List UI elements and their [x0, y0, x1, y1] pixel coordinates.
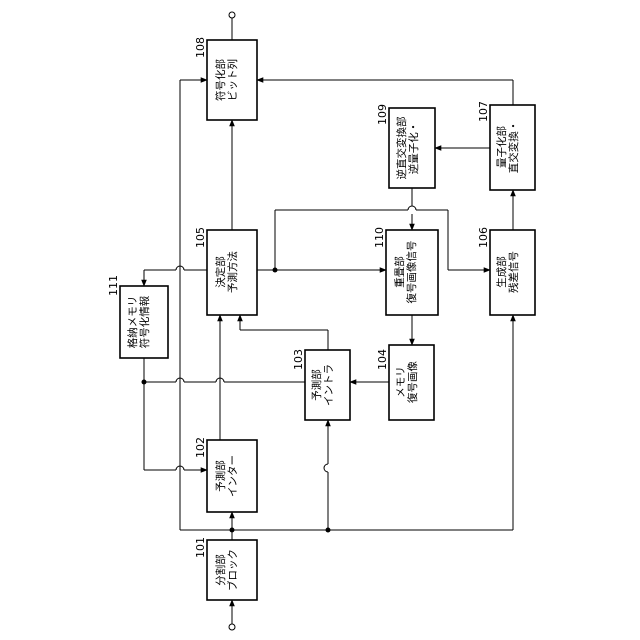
- block-number: 107: [477, 101, 490, 122]
- block-label-line1: イントラ: [323, 364, 335, 406]
- block-inter-prediction: インター 予測部 102: [194, 437, 257, 512]
- block-label-line1: 逆量子化・: [407, 122, 420, 175]
- block-label-line2: メモリ: [395, 366, 407, 398]
- block-label-line2: 符号化部: [214, 59, 227, 101]
- block-inverse-quantization-inverse-transform: 逆量子化・ 逆直交変換部 109: [376, 104, 435, 188]
- block-intra-prediction: イントラ 予測部 103: [292, 349, 350, 420]
- block-label-line2: 逆直交変換部: [395, 117, 408, 180]
- block-number: 108: [194, 37, 207, 58]
- block-orthogonal-transform-quantization: 直交変換・ 量子化部 107: [477, 101, 535, 190]
- block-prediction-method-decision: 予測方法 決定部 105: [194, 227, 257, 315]
- input-terminal: [229, 624, 235, 630]
- block-label-line2: 決定部: [214, 256, 227, 288]
- block-label-line1: 復号画像: [406, 361, 419, 403]
- block-label-line2: 格納メモリ: [126, 296, 139, 349]
- block-encoding-info-storage-memory: 符号化情報 格納メモリ 111: [107, 275, 168, 358]
- block-number: 109: [376, 104, 389, 125]
- block-number: 101: [194, 537, 207, 558]
- block-label-line1: 予測方法: [226, 251, 239, 293]
- block-number: 110: [373, 227, 386, 248]
- block-number: 104: [376, 349, 389, 370]
- block-label-line2: 予測部: [214, 460, 227, 492]
- block-bitstream-encoding: ビット列 符号化部 108: [194, 37, 257, 120]
- block-label-line1: ブロック: [226, 549, 239, 591]
- block-label-line2: 予測部: [310, 369, 323, 401]
- output-terminal: [229, 12, 235, 18]
- block-number: 102: [194, 437, 207, 458]
- block-label-line1: ビット列: [226, 59, 239, 101]
- block-number: 106: [477, 227, 490, 248]
- block-label-line1: インター: [227, 455, 239, 497]
- block-label-line1: 復号画像信号: [405, 241, 418, 304]
- block-label-line1: 直交変換・: [507, 121, 520, 174]
- block-number: 111: [107, 275, 120, 296]
- block-number: 105: [194, 227, 207, 248]
- block-residual-signal-generation: 残差信号 生成部 106: [477, 227, 535, 315]
- block-label-line1: 残差信号: [507, 251, 520, 293]
- block-label-line1: 符号化情報: [138, 295, 151, 348]
- block-label-line2: 量子化部: [495, 126, 508, 168]
- block-label-line2: 分割部: [214, 554, 227, 586]
- block-label-line2: 重畳部: [393, 256, 406, 288]
- block-decoded-image-signal-superposition: 復号画像信号 重畳部 110: [373, 227, 438, 315]
- block-block-division: ブロック 分割部 101: [194, 537, 257, 600]
- block-number: 103: [292, 349, 305, 370]
- block-label-line2: 生成部: [495, 256, 508, 288]
